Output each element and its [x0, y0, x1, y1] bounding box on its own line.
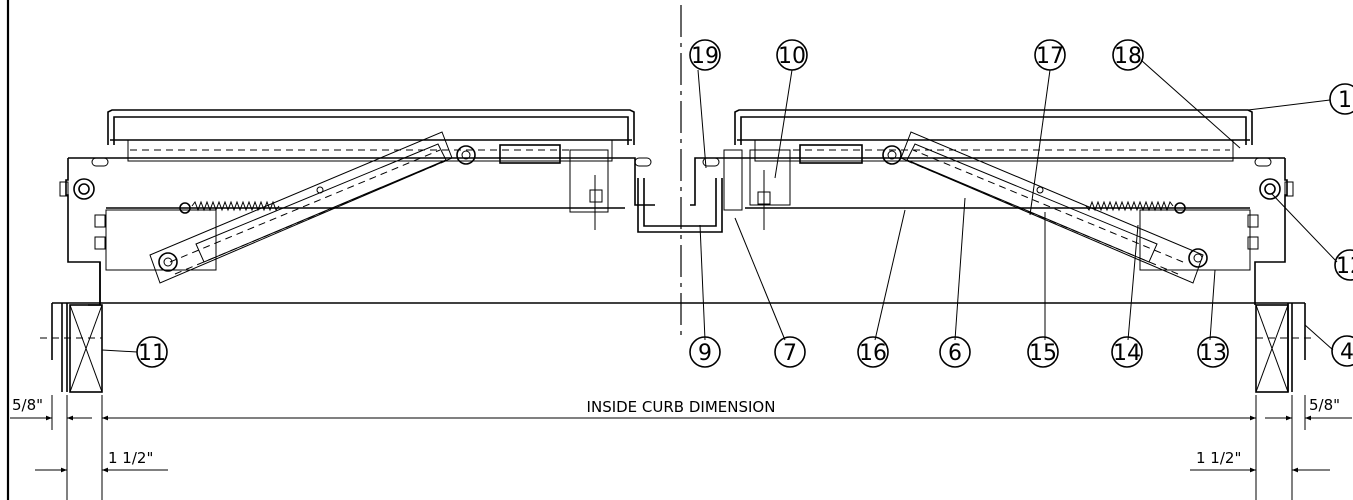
left-frame	[59, 157, 655, 306]
right-cover	[702, 109, 1272, 167]
callout-label: 11	[138, 341, 166, 366]
callout-label: 10	[778, 44, 806, 69]
dim-inside-curb: INSIDE CURB DIMENSION	[587, 398, 776, 416]
callout-label: 18	[1114, 44, 1142, 69]
callout-14: 14	[1111, 336, 1143, 368]
callout-12: 12	[1334, 249, 1353, 281]
callout-10: 10	[776, 39, 808, 71]
callout-label: 17	[1036, 44, 1064, 69]
curb	[40, 302, 1315, 393]
callout-label: 1	[1338, 88, 1352, 113]
callout-label: 14	[1113, 341, 1141, 366]
callout-15: 15	[1027, 336, 1059, 368]
dim-left-curb-wall: 1 1/2"	[108, 449, 153, 467]
callout-label: 15	[1029, 341, 1057, 366]
center-latch-assembly	[569, 149, 791, 233]
callout-6: 6	[939, 336, 971, 368]
callout-7: 7	[774, 336, 806, 368]
callout-label: 4	[1340, 340, 1353, 365]
callout-13: 13	[1197, 336, 1229, 368]
dim-left-flange: 5/8"	[12, 396, 43, 414]
right-gas-spring	[882, 131, 1208, 284]
left-tension-spring	[179, 200, 330, 214]
callout-label: 16	[859, 341, 887, 366]
dim-right-curb-wall: 1 1/2"	[1196, 449, 1241, 467]
dim-right-flange: 5/8"	[1309, 396, 1340, 414]
callout-label: 9	[698, 341, 712, 366]
right-frame	[690, 157, 1294, 305]
callout-9: 9	[689, 336, 721, 368]
callout-19: 19	[689, 39, 721, 71]
callout-leaders	[101, 59, 1338, 353]
dimension-lines	[10, 395, 1352, 500]
callout-17: 17	[1034, 39, 1066, 71]
callout-4: 4	[1331, 335, 1353, 367]
callout-label: 7	[783, 341, 797, 366]
callout-label: 12	[1336, 254, 1353, 279]
right-tension-spring	[1035, 200, 1186, 214]
callout-label: 13	[1199, 341, 1227, 366]
left-cover	[91, 109, 652, 167]
callout-label: 19	[691, 44, 719, 69]
callout-1: 1	[1329, 83, 1353, 115]
callout-16: 16	[857, 336, 889, 368]
callout-label: 6	[948, 341, 962, 366]
callout-18: 18	[1112, 39, 1144, 71]
callout-11: 11	[136, 336, 168, 368]
left-gas-spring	[149, 131, 476, 284]
